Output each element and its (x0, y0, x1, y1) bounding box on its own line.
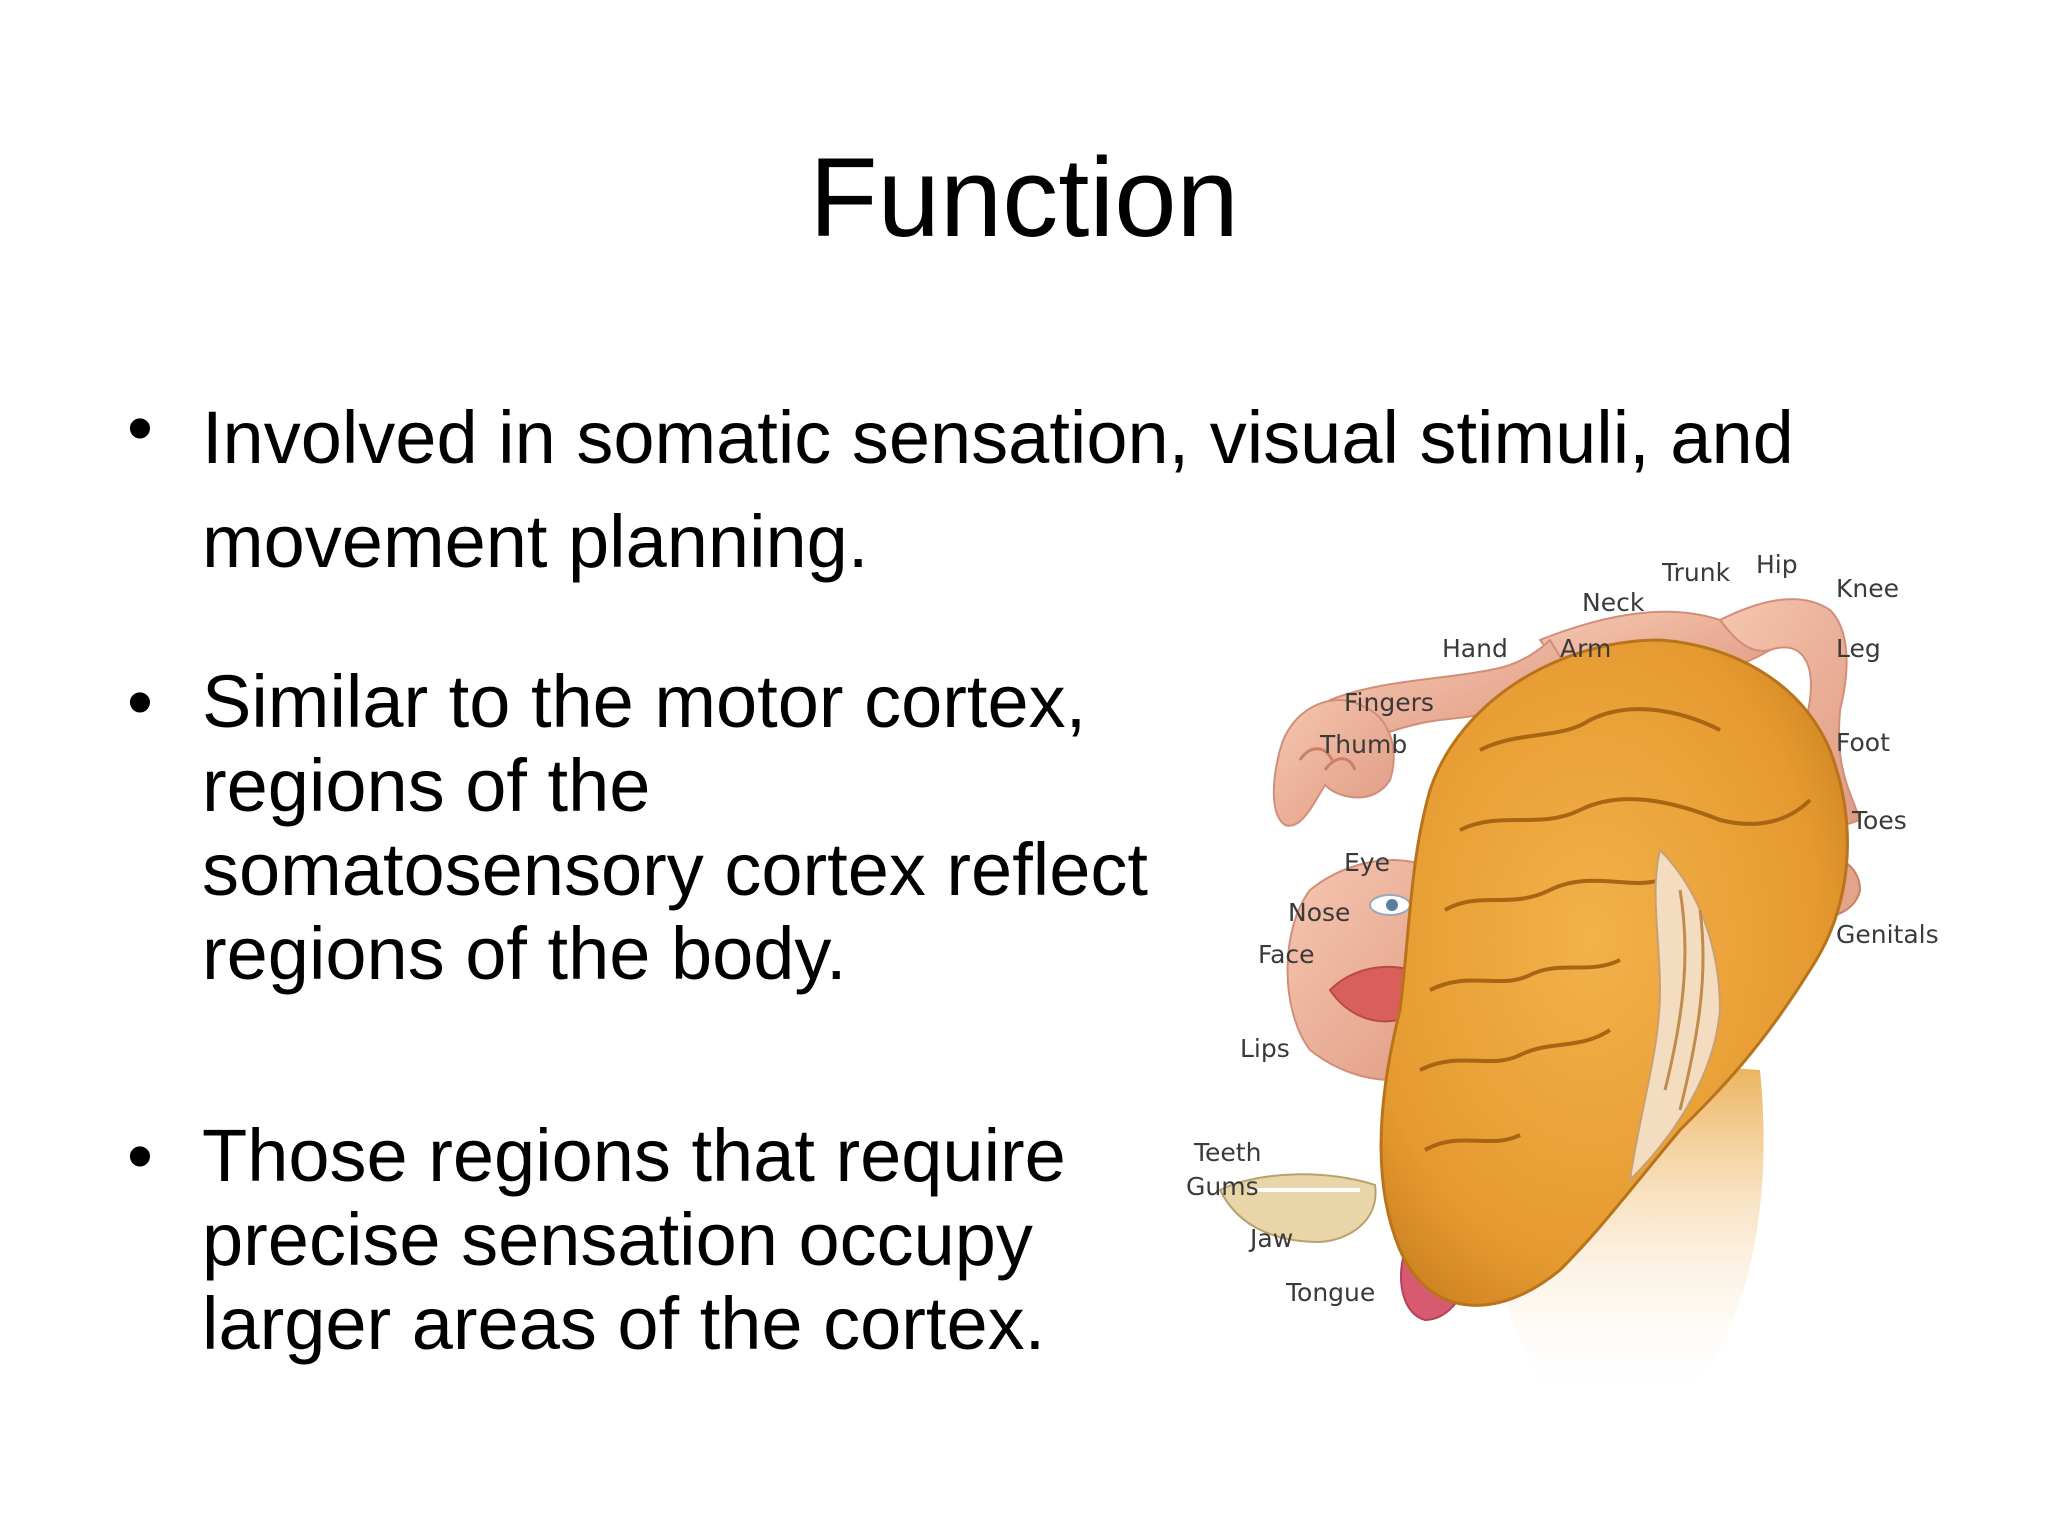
label-leg: Leg (1836, 634, 1881, 663)
bullet-line: Those regions that require (202, 1114, 1066, 1197)
label-gums: Gums (1186, 1172, 1259, 1201)
label-hand: Hand (1442, 634, 1508, 663)
label-eye: Eye (1344, 848, 1390, 877)
homunculus-figure: Trunk Hip Knee Neck Hand Arm Leg Fingers… (1160, 530, 1970, 1530)
label-thumb: Thumb (1320, 730, 1408, 759)
label-trunk: Trunk (1662, 558, 1731, 587)
bullet-marker: • (127, 1114, 153, 1197)
label-genitals: Genitals (1836, 920, 1939, 949)
label-lips: Lips (1240, 1034, 1290, 1063)
label-foot: Foot (1836, 728, 1890, 757)
label-arm: Arm (1560, 634, 1612, 663)
bullet-text: Those regions that require precise sensa… (202, 1114, 1066, 1366)
slide-title: Function (809, 135, 1239, 260)
bullet-text: Involved in somatic sensation, visual st… (202, 386, 1794, 594)
label-neck: Neck (1582, 588, 1645, 617)
bullet-marker: • (127, 660, 153, 743)
label-fingers: Fingers (1344, 688, 1434, 717)
label-knee: Knee (1836, 574, 1900, 603)
bullet-line: precise sensation occupy (202, 1198, 1033, 1281)
bullet-line: Similar to the motor cortex, (202, 660, 1087, 743)
bullet-line: regions of the (202, 744, 651, 827)
bullet-marker: • (127, 386, 153, 469)
label-jaw: Jaw (1250, 1224, 1294, 1253)
label-hip: Hip (1756, 550, 1798, 579)
bullet-line: movement planning. (202, 500, 869, 583)
label-teeth: Teeth (1194, 1138, 1262, 1167)
sensory-homunculus-illustration-icon (1218, 598, 1862, 1409)
label-face: Face (1258, 940, 1315, 969)
bullet-line: larger areas of the cortex. (202, 1282, 1046, 1365)
bullet-line: regions of the body. (202, 912, 847, 995)
bullet-line: Involved in somatic sensation, visual st… (202, 396, 1794, 479)
label-nose: Nose (1288, 898, 1351, 927)
label-toes: Toes (1852, 806, 1907, 835)
bullet-line: somatosensory cortex reflect (202, 828, 1148, 911)
bullet-text: Similar to the motor cortex, regions of … (202, 660, 1148, 996)
label-tongue: Tongue (1286, 1278, 1376, 1307)
